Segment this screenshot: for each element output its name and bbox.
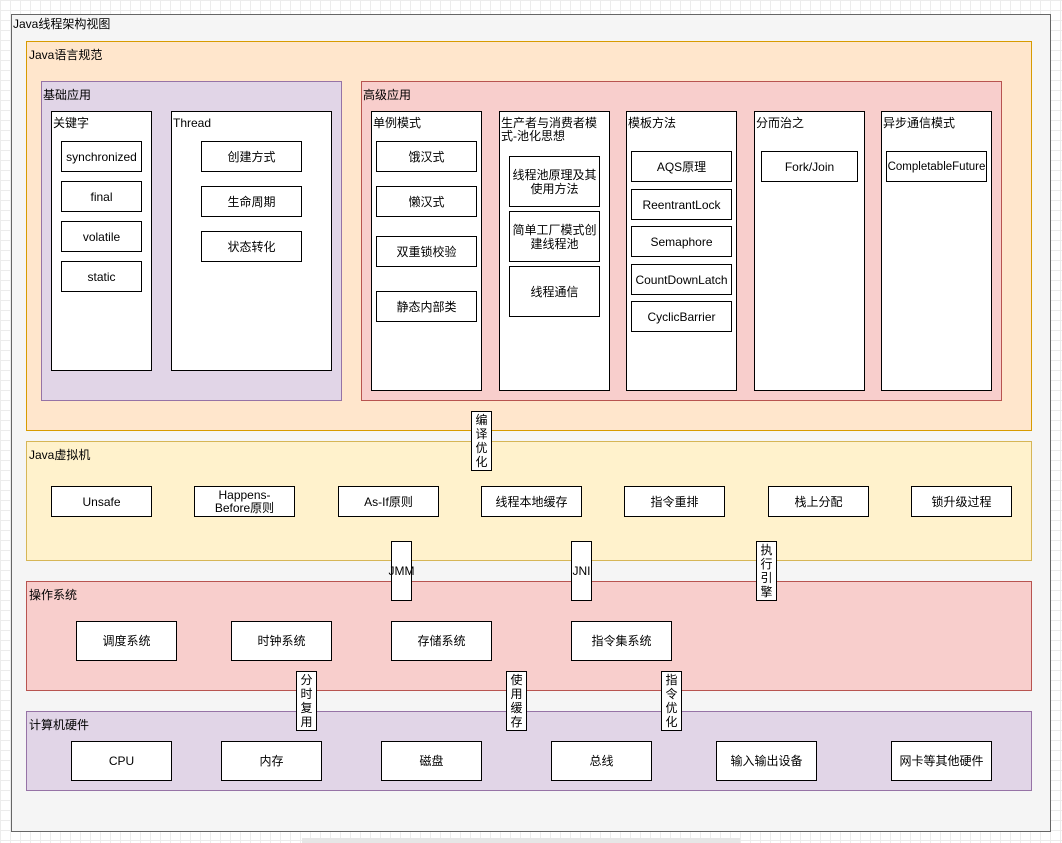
template-aqs: AQS原理	[631, 151, 732, 182]
async-completablefuture: CompletableFuture	[886, 151, 987, 182]
producer-title: 生产者与消费者模式-池化思想	[501, 116, 598, 143]
os-instruction-set: 指令集系统	[571, 621, 672, 661]
jvm-unsafe: Unsafe	[51, 486, 152, 517]
os-storage: 存储系统	[391, 621, 492, 661]
os-clock: 时钟系统	[231, 621, 332, 661]
jvm-instruction-reorder: 指令重排	[624, 486, 725, 517]
hardware-layer	[26, 711, 1032, 791]
jvm-stack-allocation: 栈上分配	[768, 486, 869, 517]
basic-app-title: 基础应用	[43, 88, 92, 102]
thread-state: 状态转化	[201, 231, 302, 262]
keyword-static: static	[61, 261, 142, 292]
advanced-app-title: 高级应用	[363, 88, 412, 102]
connector-jmm: JMM	[389, 541, 415, 601]
connector-jni: JNI	[571, 541, 592, 601]
connector-compile-optimization: 编译优化	[471, 411, 492, 471]
keyword-synchronized: synchronized	[61, 141, 142, 172]
horizontal-scrollbar[interactable]	[302, 838, 740, 843]
async-title: 异步通信模式	[883, 116, 956, 130]
template-reentrantlock: ReentrantLock	[631, 189, 732, 220]
os-title: 操作系统	[29, 588, 78, 602]
thread-title: Thread	[173, 116, 212, 130]
singleton-double-check: 双重锁校验	[376, 236, 477, 267]
template-countdownlatch: CountDownLatch	[631, 264, 732, 295]
hardware-cpu: CPU	[71, 741, 172, 781]
keyword-final: final	[61, 181, 142, 212]
jvm-lock-upgrade: 锁升级过程	[911, 486, 1012, 517]
thread-lifecycle: 生命周期	[201, 186, 302, 217]
singleton-lazy: 懒汉式	[376, 186, 477, 217]
connector-use-cache: 使用缓存	[506, 671, 527, 731]
singleton-title: 单例模式	[373, 116, 422, 130]
java-spec-title: Java语言规范	[29, 48, 103, 62]
hardware-io-devices: 输入输出设备	[716, 741, 817, 781]
keywords-title: 关键字	[53, 116, 90, 130]
singleton-static-inner: 静态内部类	[376, 291, 477, 322]
hardware-nic-others: 网卡等其他硬件	[891, 741, 992, 781]
hardware-disk: 磁盘	[381, 741, 482, 781]
jvm-thread-local-cache: 线程本地缓存	[481, 486, 582, 517]
thread-creation: 创建方式	[201, 141, 302, 172]
divide-title: 分而治之	[756, 116, 805, 130]
connector-execution-engine: 执行引擎	[756, 541, 777, 601]
jvm-as-if: As-If原则	[338, 486, 439, 517]
jvm-title: Java虚拟机	[29, 448, 91, 462]
producer-pool-principle: 线程池原理及其使用方法	[509, 156, 600, 207]
hardware-bus: 总线	[551, 741, 652, 781]
os-scheduling: 调度系统	[76, 621, 177, 661]
template-title: 模板方法	[628, 116, 677, 130]
template-cyclicbarrier: CyclicBarrier	[631, 301, 732, 332]
os-layer	[26, 581, 1032, 691]
jvm-happens-before: Happens-Before原则	[194, 486, 295, 517]
producer-factory-pool: 简单工厂模式创建线程池	[509, 211, 600, 262]
keyword-volatile: volatile	[61, 221, 142, 252]
connector-time-sharing: 分时复用	[296, 671, 317, 731]
hardware-memory: 内存	[221, 741, 322, 781]
diagram-title: Java线程架构视图	[13, 17, 111, 31]
singleton-hungry: 饿汉式	[376, 141, 477, 172]
producer-thread-communication: 线程通信	[509, 266, 600, 317]
divide-forkjoin: Fork/Join	[761, 151, 858, 182]
hardware-title: 计算机硬件	[29, 718, 90, 732]
template-semaphore: Semaphore	[631, 226, 732, 257]
connector-instruction-optimization: 指令优化	[661, 671, 682, 731]
